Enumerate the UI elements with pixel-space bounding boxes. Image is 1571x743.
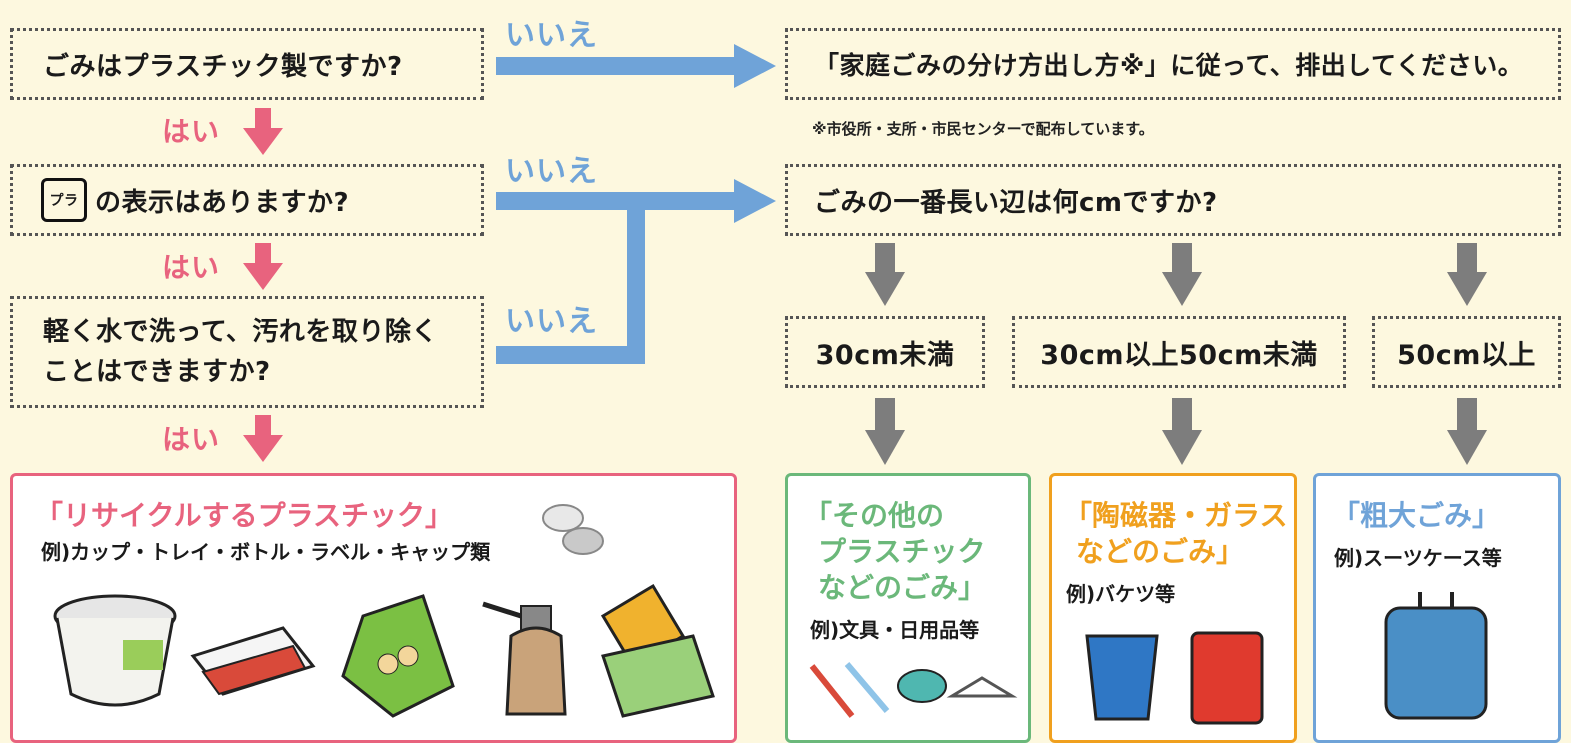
category-ceramic-title: 「陶磁器・ガラス などのごみ」 [1064, 498, 1294, 570]
no-connector-3 [496, 346, 645, 364]
category-other-title-line1: 「その他の [804, 499, 945, 532]
no-arrow-2-shaft [496, 192, 736, 210]
question-pla-mark: プラ の表示はありますか? [10, 164, 484, 236]
suitcase-illustration [1384, 592, 1488, 720]
question-wash: 軽く水で洗って、汚れを取り除く ことはできますか? [10, 296, 484, 408]
no-arrows [496, 44, 776, 364]
no-label-3: いいえ [505, 304, 598, 339]
yes-label-2: はい [162, 251, 221, 284]
no-arrow-1-head [734, 44, 776, 88]
pen-icon [809, 664, 855, 718]
hanger-icon [946, 676, 1018, 698]
size-30-to-50-label: 30cm以上50cm未満 [1040, 339, 1318, 371]
gray-arrows [865, 243, 1487, 465]
bottle-icon [482, 601, 567, 716]
category-ceramic-title-line2: などのごみ」 [1076, 535, 1245, 568]
category-ceramic-example: 例)バケツ等 [1066, 582, 1176, 606]
wrapper-icon [600, 583, 715, 718]
size-under-30: 30cm未満 [785, 316, 985, 388]
size-30-to-50: 30cm以上50cm未満 [1012, 316, 1346, 388]
no-arrow-2-head [734, 179, 776, 223]
instruction-text: 「家庭ごみの分け方出し方※」に従って、排出してください。 [814, 51, 1524, 80]
pla-mark-label: プラ [49, 193, 79, 209]
no-arrow-1-shaft [496, 57, 736, 75]
question-plastic-text: ごみはプラスチック製ですか? [43, 51, 403, 82]
suitcase-icon [1384, 606, 1488, 720]
recycle-items-illustration [53, 583, 715, 718]
no-label-2: いいえ [505, 154, 598, 189]
category-other-example: 例)文具・日用品等 [810, 618, 980, 642]
question-length-text: ごみの一番長い辺は何cmですか? [814, 187, 1218, 218]
category-other-title-line3: などのごみ」 [818, 571, 987, 604]
size-under-30-label: 30cm未満 [815, 339, 955, 371]
category-bulky: 「粗大ごみ」 例)スーツケース等 [1313, 473, 1561, 743]
category-ceramic-title-line1: 「陶磁器・ガラス [1064, 499, 1288, 532]
pla-mark-icon: プラ [41, 178, 87, 222]
bottle-caps-illustration [542, 504, 604, 555]
yes-arrows [243, 108, 283, 462]
instruction-box: 「家庭ごみの分け方出し方※」に従って、排出してください。 [785, 28, 1561, 100]
toothbrush-icon [844, 662, 890, 713]
bucket-icon [1085, 634, 1159, 721]
category-recycle: 「リサイクルするプラスチック」 例)カップ・トレイ・ボトル・ラベル・キャップ類 [10, 473, 737, 743]
tray-icon [190, 626, 316, 696]
distribution-note: ※市役所・支所・市民センターで配布しています。 [812, 120, 1154, 138]
category-other-plastic: 「その他の プラスチック などのごみ」 例)文具・日用品等 [785, 473, 1031, 743]
yes-label-3: はい [162, 423, 221, 456]
question-pla-mark-text: の表示はありますか? [95, 187, 350, 218]
size-over-50-label: 50cm以上 [1397, 339, 1536, 371]
no-connector-vertical [627, 192, 645, 364]
category-recycle-example: 例)カップ・トレイ・ボトル・ラベル・キャップ類 [41, 540, 491, 564]
category-bulky-example: 例)スーツケース等 [1334, 546, 1502, 570]
stationery-illustration [809, 662, 1018, 718]
yes-label-1: はい [162, 115, 221, 148]
size-over-50: 50cm以上 [1372, 316, 1561, 388]
bag-icon [341, 594, 455, 718]
category-other-title-line2: プラスチック [818, 535, 986, 568]
bucket-illustration [1085, 631, 1264, 725]
category-recycle-title: 「リサイクルするプラスチック」 [35, 499, 454, 532]
cup-icon [53, 594, 177, 707]
question-wash-line1: 軽く水で洗って、汚れを取り除く [43, 317, 438, 347]
category-other-title: 「その他の プラスチック などのごみ」 [804, 498, 1028, 606]
sponge-icon [897, 669, 947, 703]
no-label-1: いいえ [505, 18, 598, 53]
jerrycan-icon [1190, 631, 1264, 725]
question-plastic: ごみはプラスチック製ですか? [10, 28, 484, 100]
question-length: ごみの一番長い辺は何cmですか? [785, 164, 1561, 236]
category-bulky-title: 「粗大ごみ」 [1332, 499, 1501, 532]
category-ceramic-glass: 「陶磁器・ガラス などのごみ」 例)バケツ等 [1049, 473, 1297, 743]
question-wash-line2: ことはできますか? [43, 357, 271, 387]
